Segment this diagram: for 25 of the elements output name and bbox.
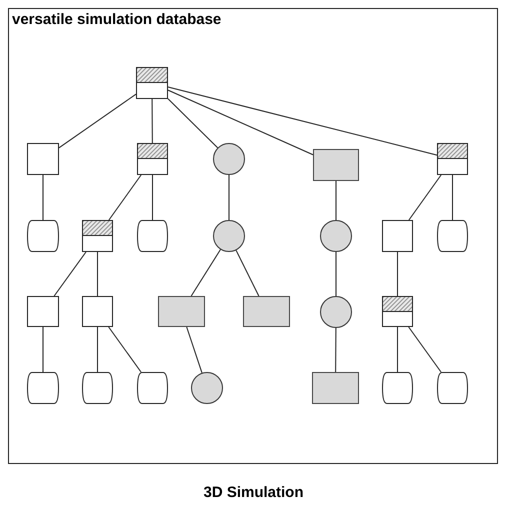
connector-line <box>42 174 44 220</box>
connector-line <box>408 174 442 220</box>
connector-line <box>54 252 86 296</box>
connector-line <box>397 326 398 372</box>
connector-line <box>335 328 336 372</box>
connector-line <box>58 94 136 148</box>
connector-line <box>190 249 221 296</box>
connector-line <box>186 326 202 374</box>
connector-line <box>108 326 142 372</box>
connector-line <box>42 326 44 372</box>
connector-line <box>236 250 260 296</box>
connector-line <box>168 98 218 148</box>
connector-line <box>108 174 142 220</box>
connector-line <box>152 98 153 144</box>
connector-line <box>228 174 230 220</box>
diagram-caption: 3D Simulation <box>203 483 304 503</box>
connector-line <box>452 174 453 220</box>
connector-line <box>168 86 438 156</box>
connector-line <box>408 326 442 372</box>
connector-line <box>97 326 98 372</box>
connector-line <box>97 252 98 296</box>
connector-line <box>168 90 314 156</box>
frame-label: versatile simulation database <box>12 11 222 30</box>
connector-line <box>397 252 398 296</box>
connector-line <box>152 174 153 220</box>
